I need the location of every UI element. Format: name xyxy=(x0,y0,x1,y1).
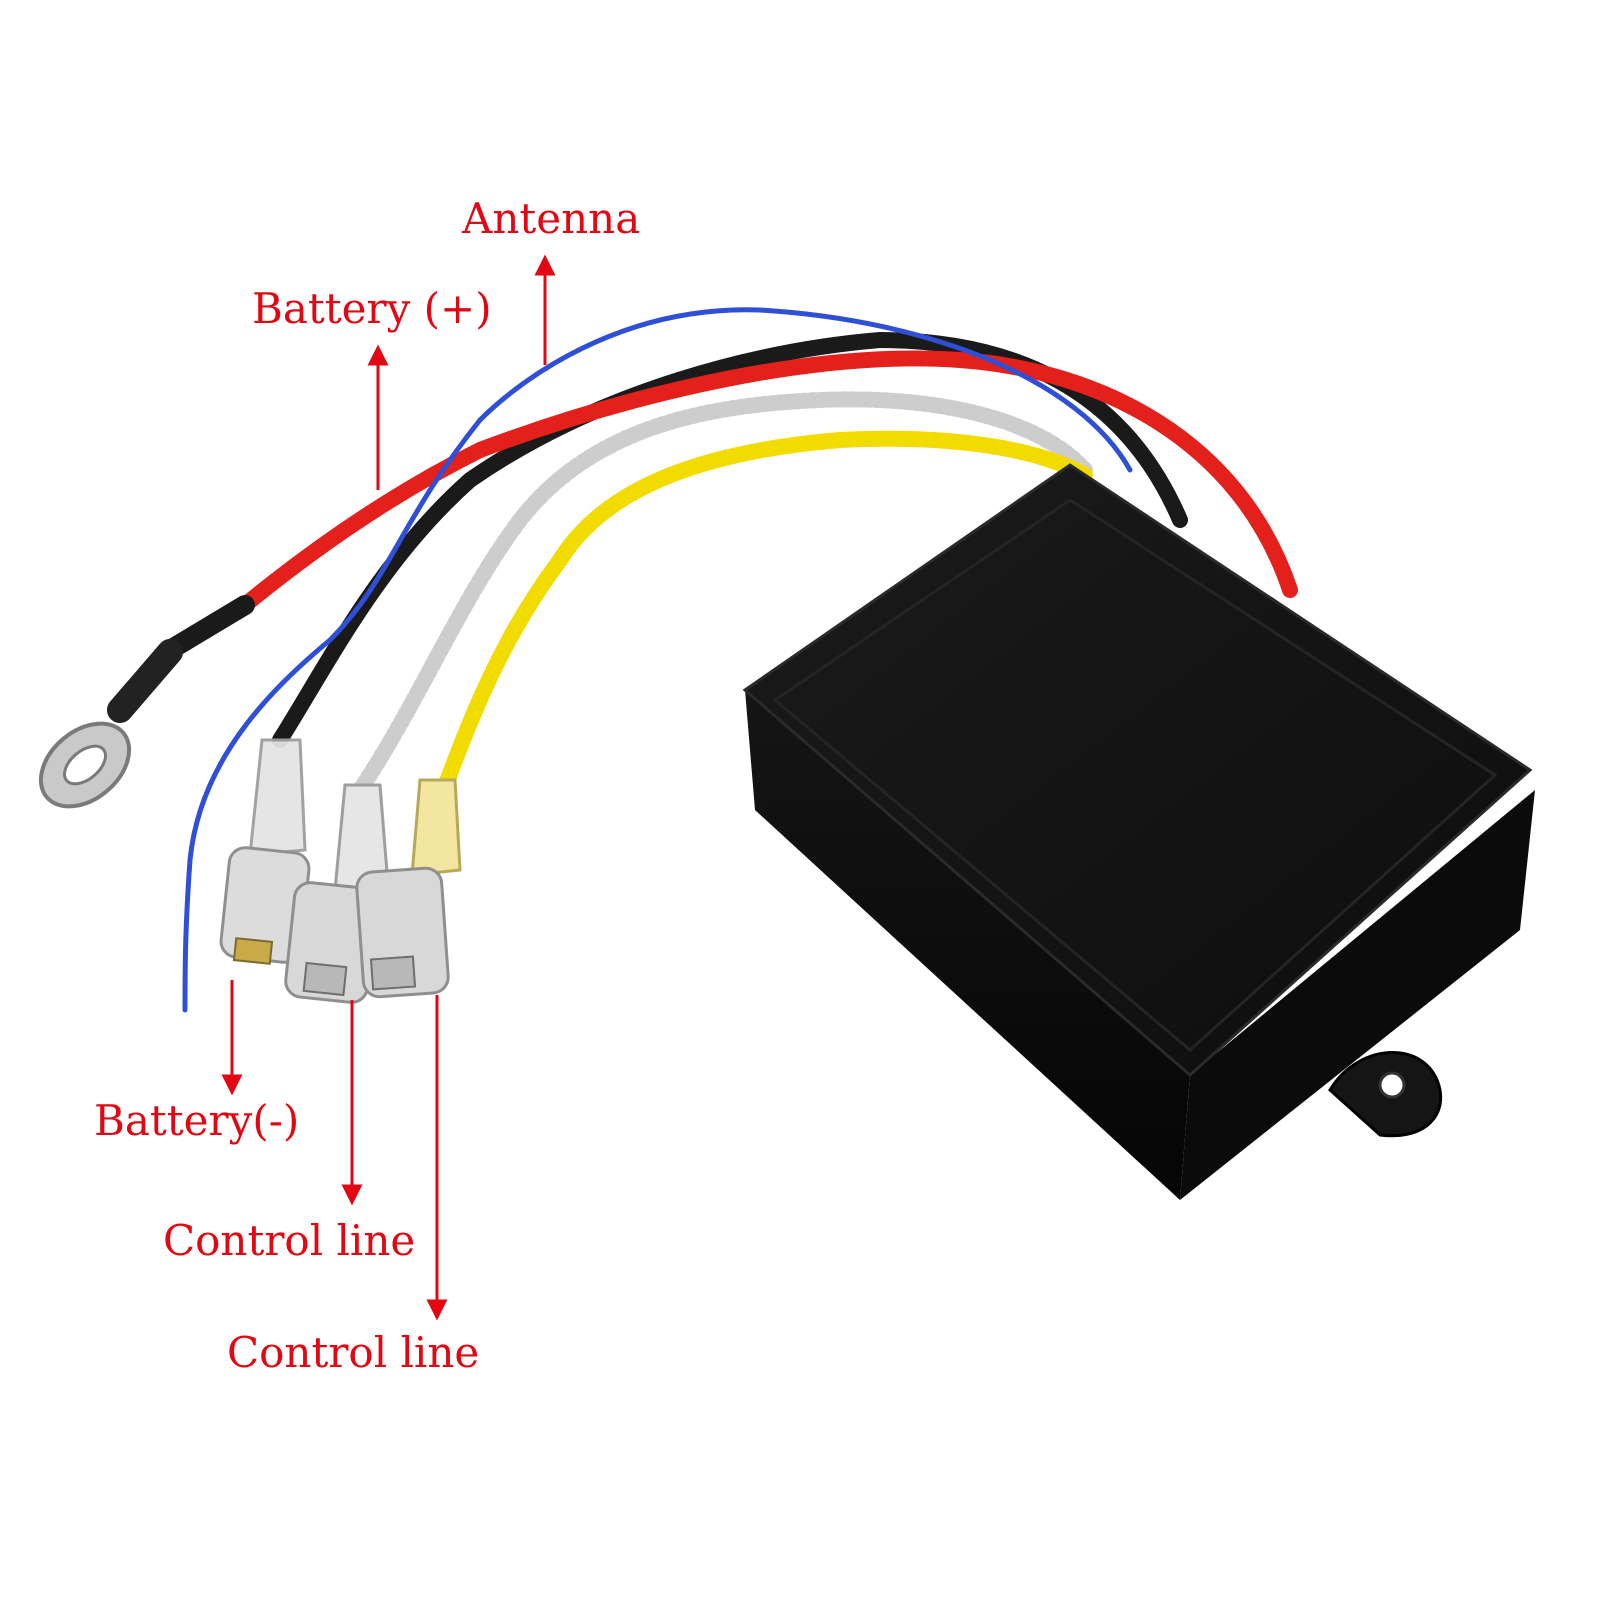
antenna-wire xyxy=(182,307,1133,1013)
spade-terminal-battery-negative xyxy=(219,738,311,965)
battery-positive-wire xyxy=(237,350,1298,613)
spade-terminal-control-2 xyxy=(355,778,462,999)
control-line-wire-2 xyxy=(432,430,1093,808)
control-line-1-label: Control line xyxy=(163,1216,415,1265)
battery-positive-label: Battery (+) xyxy=(252,284,492,333)
antenna-label: Antenna xyxy=(461,194,640,243)
control-line-2-label: Control line xyxy=(227,1328,479,1377)
ring-terminal xyxy=(38,595,255,809)
battery-negative-label: Battery(-) xyxy=(94,1096,299,1145)
receiver-module xyxy=(742,463,1535,1200)
